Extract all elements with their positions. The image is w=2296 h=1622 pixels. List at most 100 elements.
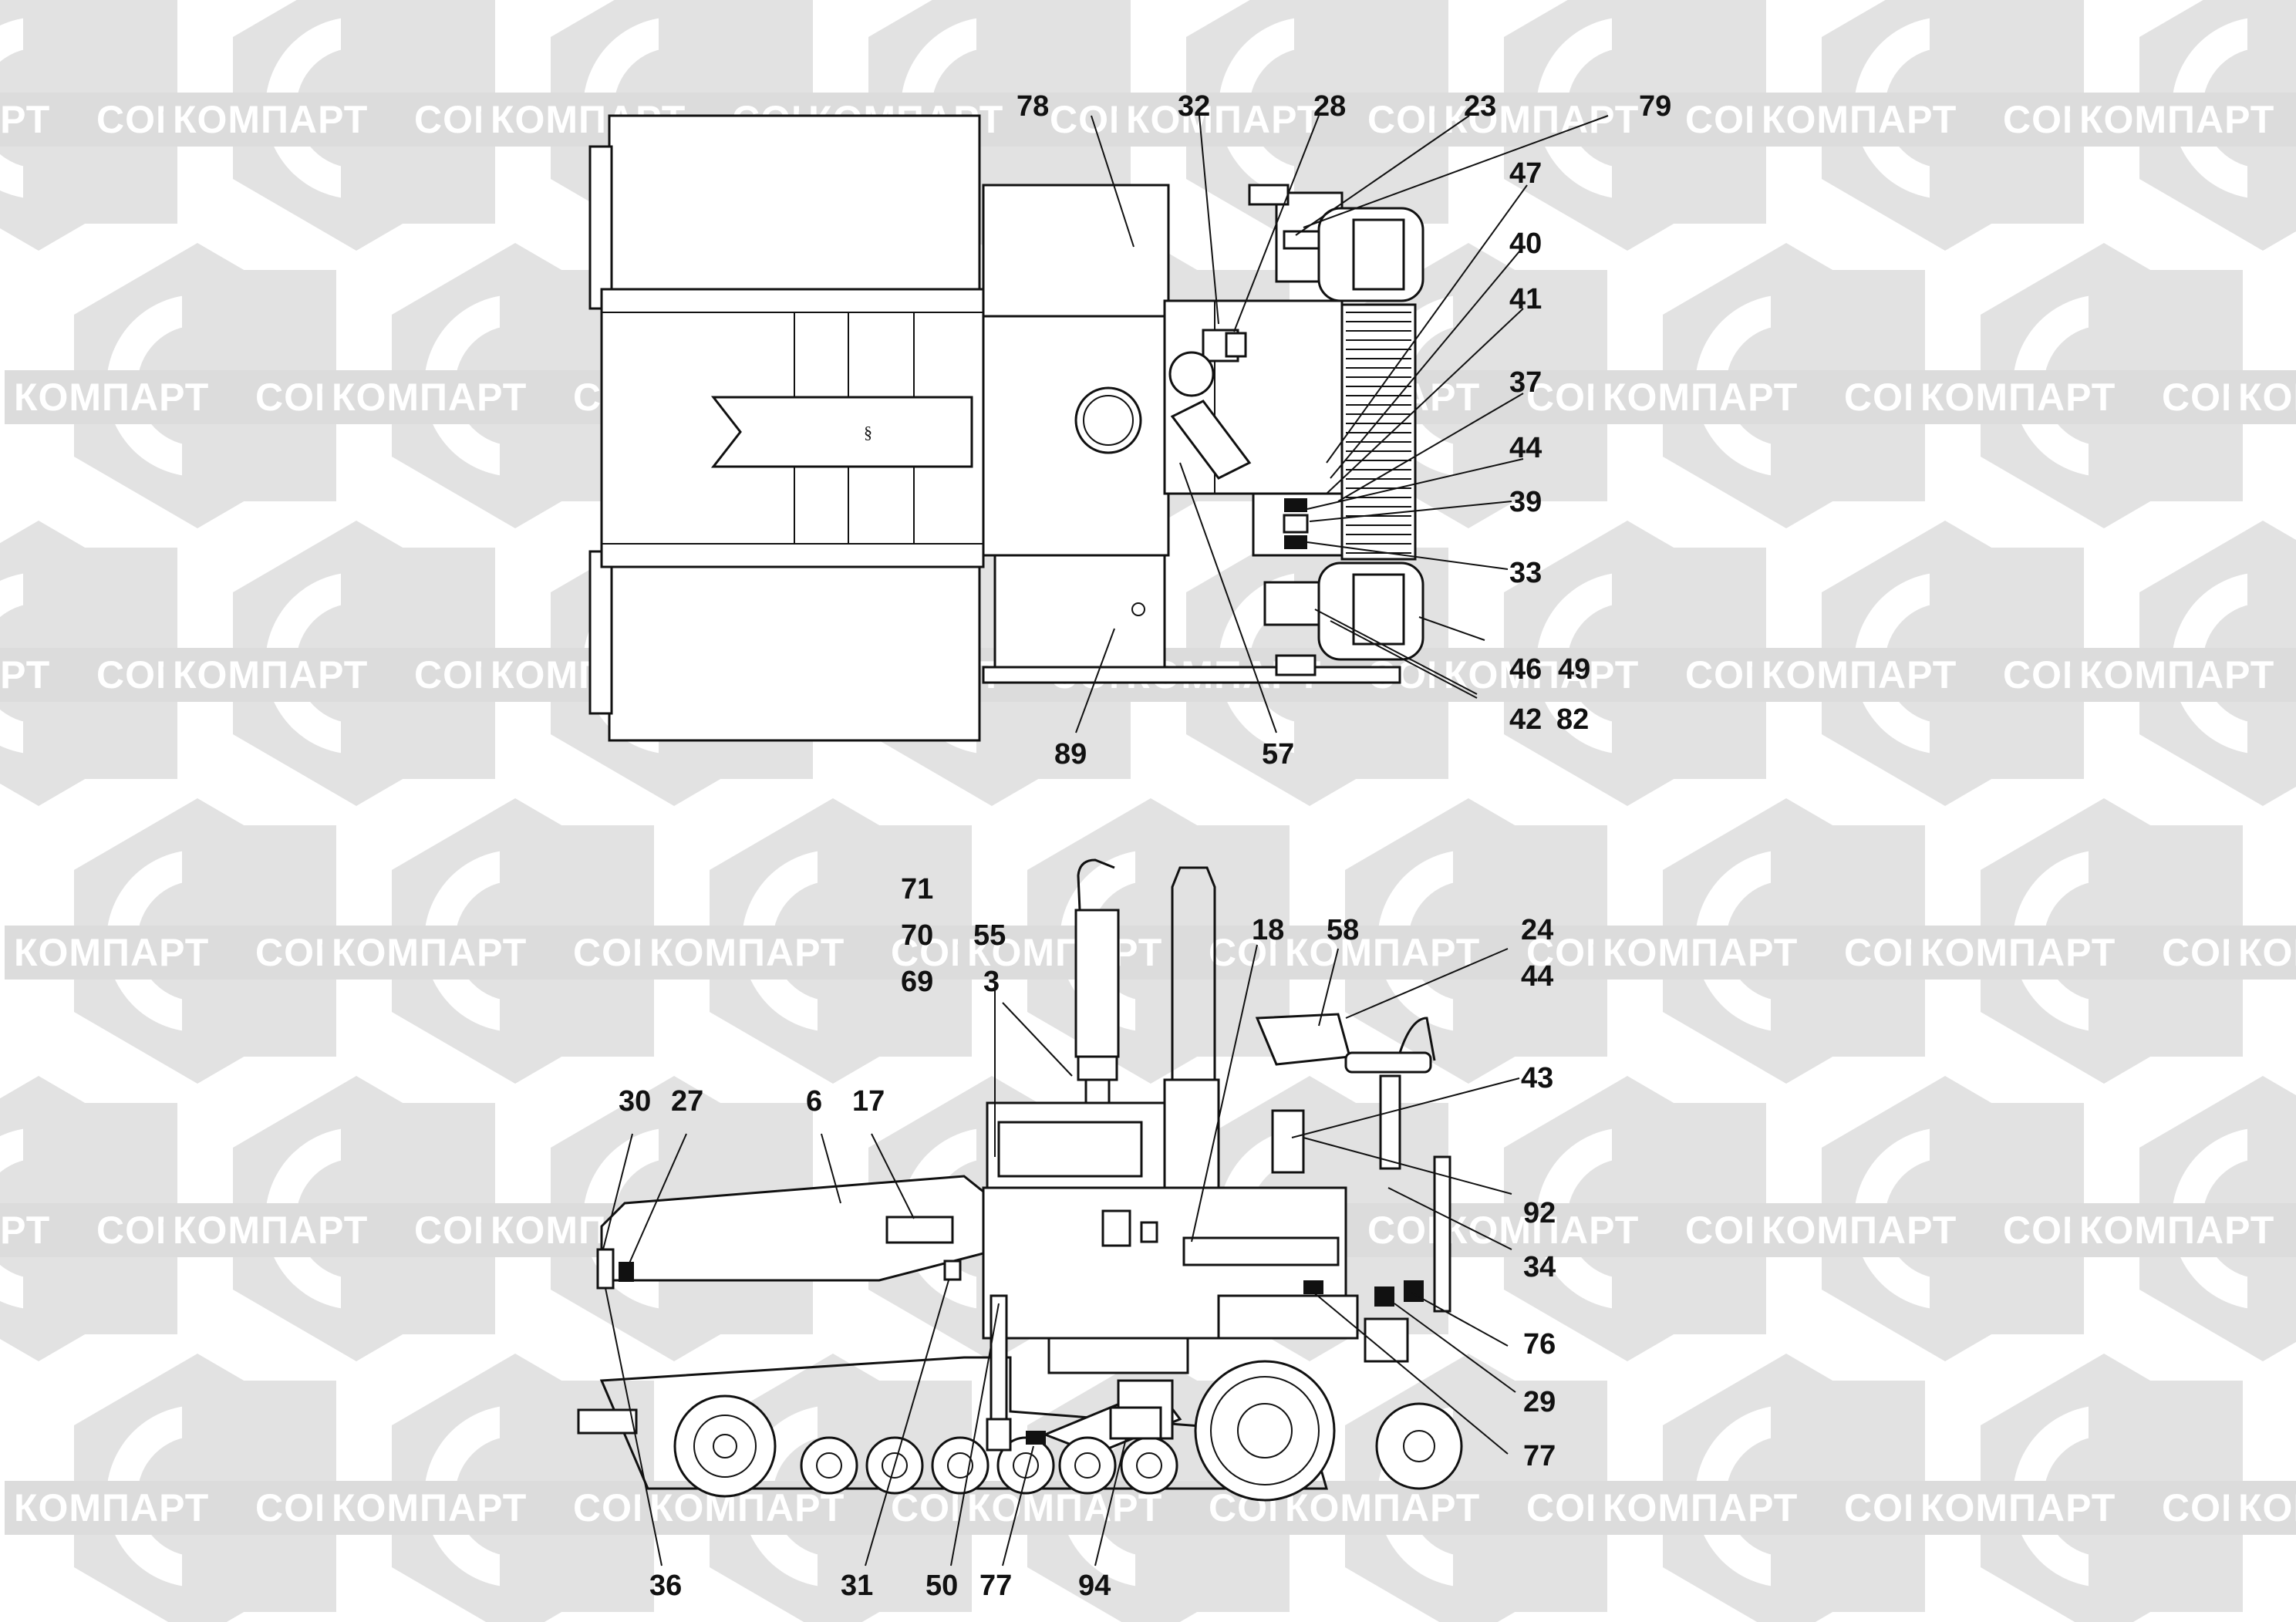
- callout-94: 94: [1078, 1570, 1111, 1602]
- watermark-text-cyrillic: КОМПАРТ: [1444, 653, 1639, 696]
- callout-39: 39: [1509, 486, 1542, 518]
- callout-77-right: 77: [1523, 1440, 1556, 1472]
- watermark-band: [2070, 93, 2296, 147]
- watermark-text-cyrillic: КОМПАРТ: [14, 376, 209, 419]
- watermark-band: [2229, 1481, 2296, 1535]
- callout-89: 89: [1054, 738, 1087, 771]
- watermark-text-cyrillic: КОМПАРТ: [0, 653, 50, 696]
- callout-58: 58: [1327, 914, 1359, 946]
- watermark-text-cyrillic: КОМПАРТ: [1603, 1486, 1798, 1529]
- callout-24: 24: [1521, 914, 1553, 946]
- watermark-text-cyrillic: КОМПАРТ: [2079, 98, 2274, 141]
- watermark-text-cyrillic: КОМПАРТ: [967, 1486, 1162, 1529]
- callout-30: 30: [619, 1085, 651, 1118]
- watermark-text-cyrillic: КОМПАРТ: [2079, 1209, 2274, 1252]
- watermark-text-cyrillic: КОМПАРТ: [1920, 376, 2116, 419]
- watermark-band: [2229, 370, 2296, 424]
- callout-57: 57: [1262, 738, 1294, 771]
- watermark-text-cyrillic: КОМПАРТ: [2238, 931, 2296, 974]
- watermark-text-cyrillic: КОМПАРТ: [332, 1486, 527, 1529]
- callout-92: 92: [1523, 1197, 1556, 1229]
- watermark-text-cyrillic: КОМПАРТ: [1762, 98, 1957, 141]
- callout-3: 3: [983, 966, 1000, 998]
- watermark-text-cyrillic: КОМПАРТ: [0, 1209, 50, 1252]
- road-wheel-hub: [882, 1452, 908, 1479]
- road-wheel: [931, 1436, 990, 1495]
- road-wheel: [800, 1436, 858, 1495]
- watermark-text-cyrillic: КОМПАРТ: [332, 931, 527, 974]
- callout-28: 28: [1313, 90, 1346, 123]
- watermark-text-cyrillic: КОМПАРТ: [173, 98, 368, 141]
- callout-23: 23: [1464, 90, 1496, 123]
- watermark-text-cyrillic: КОМПАРТ: [649, 931, 845, 974]
- watermark-text-cyrillic: КОМПАРТ: [1444, 98, 1639, 141]
- callout-41: 41: [1509, 283, 1542, 315]
- callout-40: 40: [1509, 228, 1542, 260]
- callout-44-side: 44: [1521, 960, 1553, 993]
- watermark-text-cyrillic: КОМПАРТ: [1126, 98, 1321, 141]
- road-wheel-hub: [1136, 1452, 1162, 1479]
- watermark-text-cyrillic: КОМПАРТ: [173, 1209, 368, 1252]
- callout-33: 33: [1509, 557, 1542, 589]
- callout-69: 69: [901, 966, 933, 998]
- callout-36: 36: [649, 1570, 682, 1602]
- watermark-text-cyrillic: КОМПАРТ: [2079, 653, 2274, 696]
- callout-77-bottom: 77: [979, 1570, 1012, 1602]
- callout-34: 34: [1523, 1251, 1556, 1283]
- callout-42: 42: [1509, 703, 1542, 736]
- callout-71: 71: [901, 873, 933, 905]
- callout-47: 47: [1509, 157, 1542, 190]
- watermark-text-cyrillic: КОМПАРТ: [1285, 931, 1480, 974]
- road-wheel-hub: [1074, 1452, 1101, 1479]
- callout-76: 76: [1523, 1328, 1556, 1361]
- callout-49: 49: [1558, 653, 1590, 686]
- callout-6: 6: [806, 1085, 822, 1118]
- watermark-text-cyrillic: КОМПАРТ: [14, 931, 209, 974]
- watermark-text-cyrillic: КОМПАРТ: [1920, 931, 2116, 974]
- section-mark: §: [864, 423, 872, 442]
- watermark-text-cyrillic: КОМПАРТ: [173, 653, 368, 696]
- callout-43: 43: [1521, 1062, 1553, 1094]
- side-view-callouts: 71 70 55 69 3 18 58 24 44 43 92 34 76 29…: [619, 873, 1556, 1602]
- callout-55: 55: [973, 919, 1006, 952]
- callout-78: 78: [1017, 90, 1049, 123]
- road-wheel-hub: [947, 1452, 973, 1479]
- watermark-text-cyrillic: КОМПАРТ: [332, 376, 527, 419]
- watermark-text-cyrillic: КОМПАРТ: [1603, 376, 1798, 419]
- top-view-drawing: §: [588, 114, 1424, 742]
- callout-46: 46: [1509, 653, 1542, 686]
- watermark-text-cyrillic: КОМПАРТ: [14, 1486, 209, 1529]
- watermark-band: [2070, 648, 2296, 702]
- watermark-text-cyrillic: КОМПАРТ: [2238, 1486, 2296, 1529]
- watermark-text-cyrillic: КОМПАРТ: [1285, 1486, 1480, 1529]
- callout-32: 32: [1178, 90, 1210, 123]
- callout-18: 18: [1252, 914, 1284, 946]
- road-wheel-hub: [816, 1452, 842, 1479]
- callout-37: 37: [1509, 366, 1542, 399]
- watermark-text-cyrillic: КОМПАРТ: [2238, 376, 2296, 419]
- leader-lines: [602, 115, 1609, 1566]
- callout-17: 17: [852, 1085, 885, 1118]
- callout-70: 70: [901, 919, 933, 952]
- road-wheel: [1120, 1436, 1178, 1495]
- watermark-text-cyrillic: КОМПАРТ: [1444, 1209, 1639, 1252]
- callout-82: 82: [1556, 703, 1589, 736]
- watermark-band: [2070, 1203, 2296, 1257]
- callout-44: 44: [1509, 432, 1542, 464]
- watermark-text-cyrillic: КОМПАРТ: [649, 1486, 845, 1529]
- side-view-drawing: [577, 858, 1463, 1502]
- watermark-text-cyrillic: КОМПАРТ: [0, 98, 50, 141]
- top-view-callouts: 78 32 28 23 79 47 40 41 37 44 39 33 46 4…: [1017, 90, 1671, 771]
- watermark-text-cyrillic: КОМПАРТ: [1603, 931, 1798, 974]
- callout-29: 29: [1523, 1386, 1556, 1418]
- watermark-text-cyrillic: КОМПАРТ: [1762, 653, 1957, 696]
- callout-50: 50: [925, 1570, 958, 1602]
- callout-27: 27: [671, 1085, 703, 1118]
- callout-79: 79: [1639, 90, 1671, 123]
- callout-31: 31: [841, 1570, 873, 1602]
- watermark-text-cyrillic: КОМПАРТ: [1762, 1209, 1957, 1252]
- watermark-text-cyrillic: КОМПАРТ: [1920, 1486, 2116, 1529]
- watermark-text-cyrillic: КОМПАРТ: [967, 931, 1162, 974]
